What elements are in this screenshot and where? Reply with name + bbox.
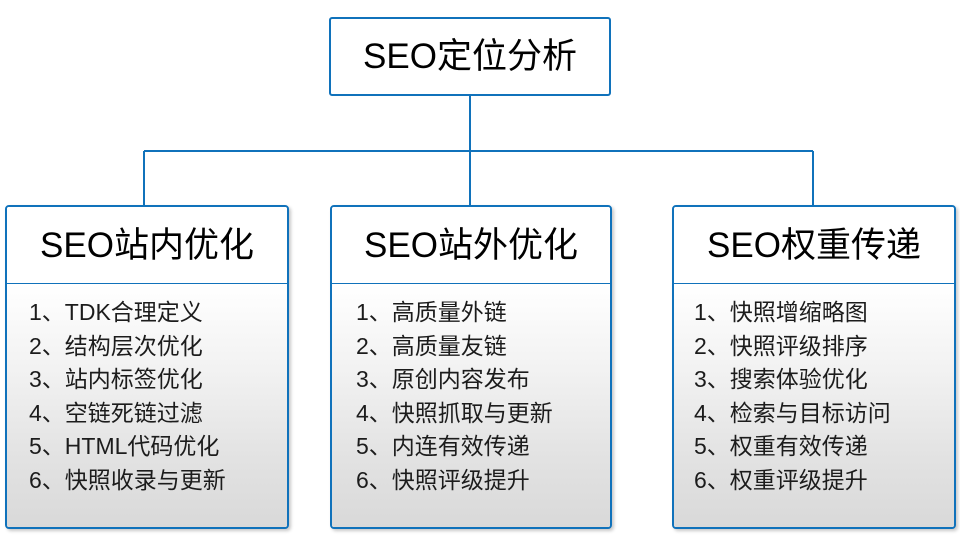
list-item-label: 结构层次优化 <box>64 332 203 359</box>
list-item: 2、 结构层次优化 <box>29 330 287 364</box>
list-item-label: 权重评级提升 <box>729 466 868 493</box>
list-item-number: 5、 <box>694 433 730 459</box>
list-item: 1、 快照增缩略图 <box>694 296 954 330</box>
branch-card-3-header: SEO权重传递 <box>674 207 954 284</box>
branch-card-3-title: SEO权重传递 <box>707 225 921 265</box>
list-item-label: 检索与目标访问 <box>729 399 891 426</box>
branch-card-2-list: 1、 高质量外链 2、 高质量友链 3、 原创内容发布 4、 快照抓取与更新 5… <box>332 296 610 497</box>
branch-card-3-body: 1、 快照增缩略图 2、 快照评级排序 3、 搜索体验优化 4、 检索与目标访问… <box>674 284 954 527</box>
branch-card-1-title: SEO站内优化 <box>40 225 254 265</box>
list-item-number: 4、 <box>694 399 730 426</box>
list-item-number: 4、 <box>356 399 392 426</box>
list-item-label: 高质量友链 <box>391 332 507 359</box>
list-item: 1、 高质量外链 <box>356 296 610 330</box>
list-item-number: 3、 <box>29 366 65 392</box>
list-item: 6、 快照评级提升 <box>356 464 610 498</box>
root-node-title: SEO定位分析 <box>363 37 577 76</box>
branch-card-2-body: 1、 高质量外链 2、 高质量友链 3、 原创内容发布 4、 快照抓取与更新 5… <box>332 284 610 527</box>
list-item: 3、 原创内容发布 <box>356 363 610 397</box>
branch-card-3[interactable]: SEO权重传递 1、 快照增缩略图 2、 快照评级排序 3、 搜索体验优化 4、 <box>672 205 956 529</box>
list-item: 5、 权重有效传递 <box>694 430 954 464</box>
branch-card-1[interactable]: SEO站内优化 1、 TDK合理定义 2、 结构层次优化 3、 站内标签优化 4… <box>5 205 289 529</box>
list-item: 4、 空链死链过滤 <box>29 397 287 431</box>
list-item-label: 快照评级提升 <box>391 466 530 493</box>
list-item-number: 5、 <box>356 433 392 459</box>
branch-card-2-header: SEO站外优化 <box>332 207 610 284</box>
list-item: 5、 HTML代码优化 <box>29 430 287 464</box>
list-item-number: 6、 <box>29 466 65 493</box>
list-item-number: 2、 <box>356 332 392 359</box>
list-item: 2、 快照评级排序 <box>694 330 954 364</box>
list-item: 5、 内连有效传递 <box>356 430 610 464</box>
branch-card-1-body: 1、 TDK合理定义 2、 结构层次优化 3、 站内标签优化 4、 空链死链过滤… <box>7 284 287 527</box>
list-item: 6、 权重评级提升 <box>694 464 954 498</box>
list-item-label: 高质量外链 <box>391 299 507 325</box>
list-item: 3、 搜索体验优化 <box>694 363 954 397</box>
branch-card-2[interactable]: SEO站外优化 1、 高质量外链 2、 高质量友链 3、 原创内容发布 4、 快 <box>330 205 612 529</box>
list-item-number: 3、 <box>356 366 392 392</box>
list-item-label: 快照抓取与更新 <box>391 399 553 426</box>
list-item-label: 快照收录与更新 <box>64 466 226 493</box>
branch-card-1-header: SEO站内优化 <box>7 207 287 284</box>
list-item: 3、 站内标签优化 <box>29 363 287 397</box>
list-item: 4、 快照抓取与更新 <box>356 397 610 431</box>
branch-card-2-title: SEO站外优化 <box>364 225 578 265</box>
list-item-number: 3、 <box>694 366 730 392</box>
branch-card-3-list: 1、 快照增缩略图 2、 快照评级排序 3、 搜索体验优化 4、 检索与目标访问… <box>674 296 954 497</box>
list-item-label: TDK合理定义 <box>64 299 203 325</box>
list-item-label: 空链死链过滤 <box>64 399 203 426</box>
list-item-number: 1、 <box>694 299 730 325</box>
list-item-label: 权重有效传递 <box>729 433 868 459</box>
list-item-number: 6、 <box>356 466 392 493</box>
list-item-label: 快照评级排序 <box>729 332 868 359</box>
list-item-number: 2、 <box>694 332 730 359</box>
list-item-number: 1、 <box>29 299 65 325</box>
list-item-number: 5、 <box>29 433 65 459</box>
list-item: 2、 高质量友链 <box>356 330 610 364</box>
list-item-label: 内连有效传递 <box>391 433 530 459</box>
branch-card-1-list: 1、 TDK合理定义 2、 结构层次优化 3、 站内标签优化 4、 空链死链过滤… <box>7 296 287 497</box>
list-item: 6、 快照收录与更新 <box>29 464 287 498</box>
list-item: 1、 TDK合理定义 <box>29 296 287 330</box>
list-item-number: 4、 <box>29 399 65 426</box>
list-item: 4、 检索与目标访问 <box>694 397 954 431</box>
list-item-number: 2、 <box>29 332 65 359</box>
list-item-label: 原创内容发布 <box>391 366 530 392</box>
list-item-label: 搜索体验优化 <box>729 366 868 392</box>
root-node[interactable]: SEO定位分析 <box>329 17 611 96</box>
list-item-number: 1、 <box>356 299 392 325</box>
list-item-number: 6、 <box>694 466 730 493</box>
list-item-label: 快照增缩略图 <box>729 299 868 325</box>
list-item-label: HTML代码优化 <box>64 433 220 459</box>
list-item-label: 站内标签优化 <box>64 366 203 392</box>
